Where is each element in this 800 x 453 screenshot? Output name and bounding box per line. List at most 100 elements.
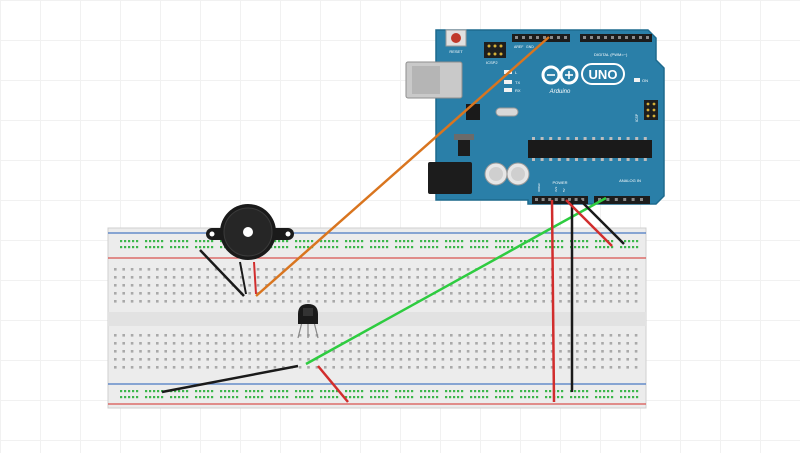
terminal-hole	[609, 342, 613, 345]
terminal-hole	[592, 300, 596, 303]
terminal-hole	[332, 358, 335, 361]
terminal-hole	[374, 268, 377, 271]
terminal-hole	[172, 284, 176, 287]
terminal-hole	[634, 366, 638, 369]
terminal-hole	[382, 292, 386, 295]
rail-hole	[620, 396, 623, 399]
rail-hole	[270, 390, 273, 393]
terminal-hole	[450, 366, 453, 369]
terminal-hole	[240, 358, 243, 361]
rail-hole	[461, 240, 464, 243]
terminal-hole	[618, 268, 621, 271]
rail-hole	[182, 240, 185, 243]
terminal-hole	[576, 292, 579, 295]
header-pin	[536, 36, 539, 39]
terminal-hole	[466, 342, 470, 345]
header-pin	[568, 198, 571, 201]
rail-hole	[424, 390, 427, 393]
terminal-hole	[214, 284, 218, 287]
terminal-hole	[366, 268, 369, 271]
terminal-hole	[466, 366, 470, 369]
terminal-hole	[525, 350, 529, 353]
terminal-hole	[206, 366, 209, 369]
digital-header-right	[580, 34, 652, 42]
terminal-hole	[290, 276, 293, 279]
terminal-hole	[517, 366, 520, 369]
terminal-hole	[357, 292, 361, 295]
rail-hole	[407, 390, 410, 393]
terminal-hole	[618, 276, 621, 279]
header-pin	[640, 198, 643, 201]
rail-hole	[186, 246, 189, 249]
rail-hole	[461, 390, 464, 393]
terminal-hole	[416, 366, 419, 369]
rail-hole	[507, 240, 510, 243]
terminal-hole	[382, 350, 386, 353]
pin-5v-label: 5V	[562, 188, 566, 192]
terminal-hole	[374, 284, 377, 287]
terminal-hole	[592, 334, 596, 337]
rail-hole	[524, 390, 527, 393]
rail-hole	[382, 396, 385, 399]
rail-hole	[386, 396, 389, 399]
terminal-hole	[483, 342, 487, 345]
terminal-hole	[147, 268, 151, 271]
terminal-hole	[408, 358, 411, 361]
rail-hole	[145, 240, 148, 243]
rail-hole	[399, 390, 402, 393]
terminal-hole	[198, 268, 201, 271]
terminal-hole	[500, 276, 503, 279]
terminal-hole	[298, 268, 302, 271]
usb-connector-inner	[412, 66, 440, 94]
rail-hole	[382, 390, 385, 393]
terminal-hole	[340, 292, 344, 295]
chip-leg	[557, 137, 561, 140]
terminal-hole	[618, 334, 621, 337]
wire-black-buzzer	[199, 249, 245, 297]
rail-hole	[153, 240, 156, 243]
terminal-hole	[441, 276, 445, 279]
rail-hole	[607, 246, 610, 249]
terminal-hole	[399, 350, 403, 353]
terminal-hole	[181, 366, 184, 369]
terminal-hole	[357, 342, 361, 345]
rail-hole	[445, 240, 448, 243]
terminal-hole	[450, 342, 453, 345]
terminal-hole	[433, 300, 436, 303]
terminal-hole	[340, 268, 344, 271]
power-header	[532, 196, 588, 204]
terminal-hole	[626, 276, 629, 279]
terminal-hole	[298, 334, 302, 337]
reset-button-cap[interactable]	[451, 33, 461, 43]
rail-hole	[436, 246, 439, 249]
rail-hole	[574, 396, 577, 399]
terminal-hole	[382, 284, 386, 287]
wire-black-top-rail	[579, 199, 625, 245]
terminal-hole	[601, 366, 604, 369]
chip-leg	[609, 137, 613, 140]
terminal-hole	[223, 300, 226, 303]
rail-hole	[303, 396, 306, 399]
rail-hole	[357, 396, 360, 399]
terminal-hole	[408, 366, 411, 369]
terminal-hole	[559, 276, 562, 279]
terminal-hole	[458, 292, 461, 295]
terminal-hole	[525, 300, 529, 303]
rail-hole	[199, 396, 202, 399]
chip-leg	[566, 158, 570, 161]
rail-hole	[324, 240, 327, 243]
terminal-hole	[567, 292, 571, 295]
terminal-hole	[382, 276, 386, 279]
chip-leg	[592, 158, 596, 161]
terminal-hole	[122, 342, 125, 345]
terminal-hole	[181, 268, 184, 271]
rail-hole	[549, 396, 552, 399]
rail-hole	[607, 396, 610, 399]
terminal-hole	[382, 300, 386, 303]
chip-leg	[566, 137, 570, 140]
rail-hole	[561, 390, 564, 393]
terminal-hole	[265, 276, 268, 279]
terminal-hole	[626, 300, 629, 303]
terminal-hole	[307, 300, 310, 303]
terminal-hole	[324, 276, 327, 279]
